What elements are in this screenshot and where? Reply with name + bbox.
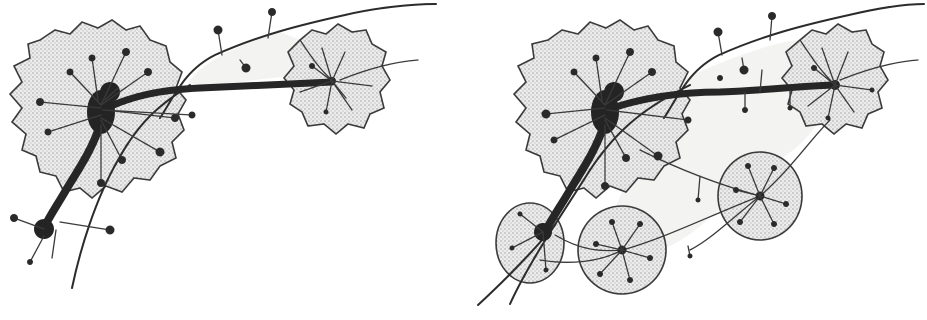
panel-right [478, 4, 924, 305]
corridor-fill [185, 32, 300, 88]
panel-left [10, 4, 436, 288]
